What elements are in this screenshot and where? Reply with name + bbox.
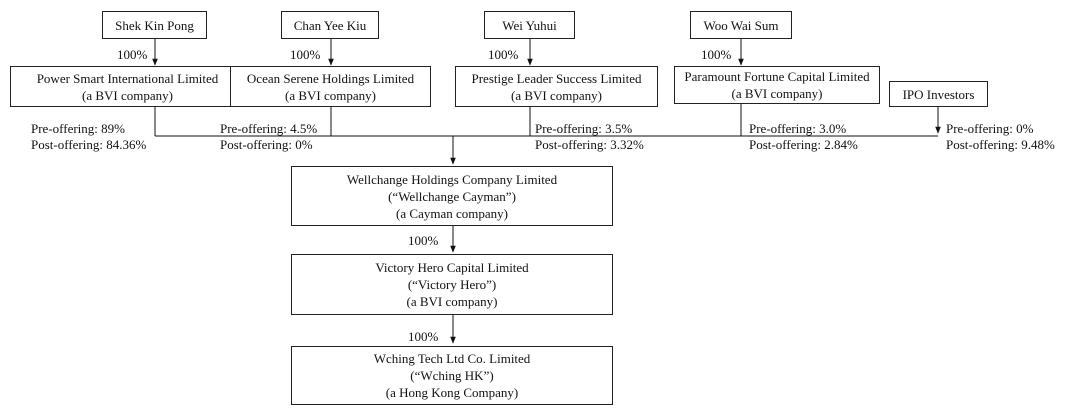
shareholder-box-shek-kin-pong: Shek Kin Pong [102, 11, 207, 39]
company-name: Victory Hero Capital Limited [375, 260, 529, 275]
company-type: (a BVI company) [406, 294, 498, 309]
pre-offering-ipo: Pre-offering: 0% [946, 121, 1034, 136]
ownership-pct-victory: 100% [408, 233, 439, 248]
shareholder-name: Chan Yee Kiu [293, 17, 367, 33]
company-box-wching-hk: Wching Tech Ltd Co. Limited (“Wching HK”… [291, 346, 613, 405]
ipo-investors-name: IPO Investors [902, 86, 975, 102]
ownership-pct-paramount: 100% [701, 47, 732, 62]
company-short-name: (“Victory Hero”) [407, 277, 497, 292]
company-box-ocean-serene: Ocean Serene Holdings Limited (a BVI com… [230, 66, 431, 107]
company-short-name: (“Wellchange Cayman”) [388, 188, 516, 204]
post-offering-ocean: Post-offering: 0% [220, 137, 313, 152]
company-name: Wching Tech Ltd Co. Limited [373, 351, 531, 366]
ownership-pct-prestige: 100% [488, 47, 519, 62]
shareholder-name: Wei Yuhui [502, 17, 557, 33]
ipo-investors-box: IPO Investors [889, 81, 988, 107]
post-offering-power: Post-offering: 84.36% [31, 137, 147, 152]
shareholder-box-chan-yee-kiu: Chan Yee Kiu [281, 11, 379, 39]
post-offering-ipo: Post-offering: 9.48% [946, 137, 1055, 152]
company-short-name: (“Wching HK”) [410, 368, 494, 383]
company-type: (a BVI company) [511, 87, 602, 103]
ownership-pct-hk: 100% [408, 329, 439, 344]
company-type: (a BVI company) [82, 87, 173, 103]
company-name: Power Smart International Limited [36, 70, 219, 86]
company-type: (a BVI company) [731, 86, 823, 101]
post-offering-paramount: Post-offering: 2.84% [749, 137, 858, 152]
company-box-wellchange-cayman: Wellchange Holdings Company Limited (“We… [291, 166, 613, 226]
pre-offering-prestige: Pre-offering: 3.5% [535, 121, 633, 136]
company-name: Paramount Fortune Capital Limited [684, 69, 870, 84]
post-offering-prestige: Post-offering: 3.32% [535, 137, 644, 152]
shareholder-box-wei-yuhui: Wei Yuhui [484, 11, 575, 39]
ownership-pct-power: 100% [117, 47, 148, 62]
shareholder-name: Shek Kin Pong [115, 17, 194, 33]
ownership-pct-ocean: 100% [290, 47, 321, 62]
company-name: Prestige Leader Success Limited [471, 70, 642, 86]
pre-offering-ocean: Pre-offering: 4.5% [220, 121, 318, 136]
company-type: (a BVI company) [285, 87, 376, 103]
pre-offering-paramount: Pre-offering: 3.0% [749, 121, 847, 136]
company-type: (a Hong Kong Company) [385, 385, 519, 400]
pre-offering-power: Pre-offering: 89% [31, 121, 125, 136]
shareholder-box-woo-wai-sum: Woo Wai Sum [690, 11, 792, 39]
company-name: Wellchange Holdings Company Limited [346, 171, 558, 187]
company-box-victory-hero: Victory Hero Capital Limited (“Victory H… [291, 254, 613, 315]
company-type: (a Cayman company) [396, 205, 508, 221]
shareholder-name: Woo Wai Sum [703, 17, 779, 33]
company-name: Ocean Serene Holdings Limited [246, 70, 415, 86]
company-box-paramount-fortune: Paramount Fortune Capital Limited (a BVI… [674, 66, 880, 104]
company-box-power-smart: Power Smart International Limited (a BVI… [10, 66, 245, 107]
company-box-prestige-leader: Prestige Leader Success Limited (a BVI c… [455, 66, 658, 107]
